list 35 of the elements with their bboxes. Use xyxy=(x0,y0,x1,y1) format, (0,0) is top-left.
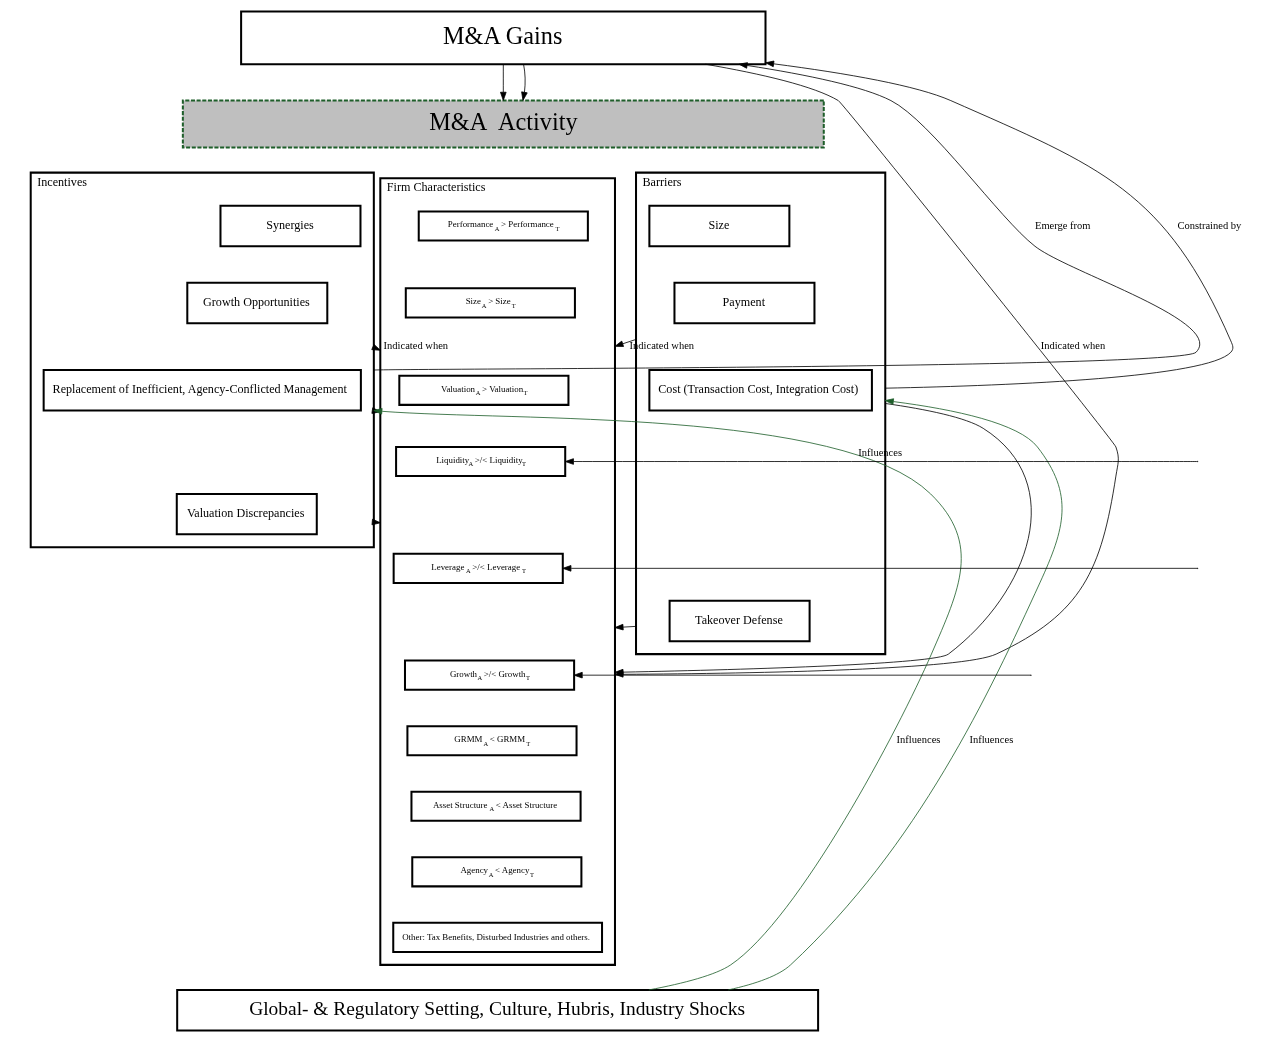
edge-label: Influences xyxy=(968,734,1013,746)
node-box: M&A Activity xyxy=(181,99,825,149)
node-box: Global- & Regulatory Setting, Culture, Hubris, Industry Shocks xyxy=(175,988,819,1032)
node-box: Size$_{A}$ > Size$_{T}$ xyxy=(404,287,576,319)
node-box: M&A Gains xyxy=(239,10,766,66)
node-box: GRMM$_{A}$ < GRMM$_{T}$ xyxy=(405,725,578,757)
arrow xyxy=(614,623,636,631)
node-box: Agency$_{A}$ < Agency$_{T}$ xyxy=(410,856,582,888)
edge-label: Indicated when xyxy=(383,340,448,352)
node-box: Asset Structure$_{A}$ < Asset Structure xyxy=(409,790,582,822)
arrow xyxy=(727,398,1062,991)
arrow xyxy=(564,458,1198,465)
node-box: Cost (Transaction Cost, Integration Cost) xyxy=(647,369,873,412)
edge-label: Emerge from xyxy=(1034,219,1091,231)
edge-label: Influences xyxy=(896,734,940,746)
node-box: Replacement of Inefficient, Agency-Conflicted Management xyxy=(42,369,362,412)
node-box: Leverage$_{A}$ >/< Leverage$_{T}$ xyxy=(392,552,564,584)
edge-label: Constrained by xyxy=(1176,219,1241,231)
node-box: Growth Opportunities xyxy=(185,281,328,325)
arrow xyxy=(764,60,1233,389)
arrow xyxy=(614,339,636,347)
node-box: Other: Tax Benefits, Disturbed Industries and others. xyxy=(391,921,603,953)
arrow xyxy=(499,63,507,101)
node-box: Liquidity$_{A}$ >/< Liquidity$_{T}$ xyxy=(394,445,566,478)
node-box: Growth$_{A}$ >/< Growth$_{T}$ xyxy=(403,659,575,691)
node-box: Synergies xyxy=(218,204,361,248)
node-box: Takeover Defense xyxy=(668,599,811,643)
node-box: Payment xyxy=(672,281,815,325)
arrow xyxy=(520,63,528,101)
node-box: Performance$_{A}$ > Performance$_{T}$ xyxy=(417,210,589,242)
node-box: Valuation Discrepancies xyxy=(175,492,318,536)
arrow xyxy=(561,565,1198,572)
node-box: Size xyxy=(647,204,790,248)
edge-label: Indicated when xyxy=(1040,340,1105,352)
node-box: Valuation$_{A}$ > Valuation$_{T}$ xyxy=(397,374,569,406)
